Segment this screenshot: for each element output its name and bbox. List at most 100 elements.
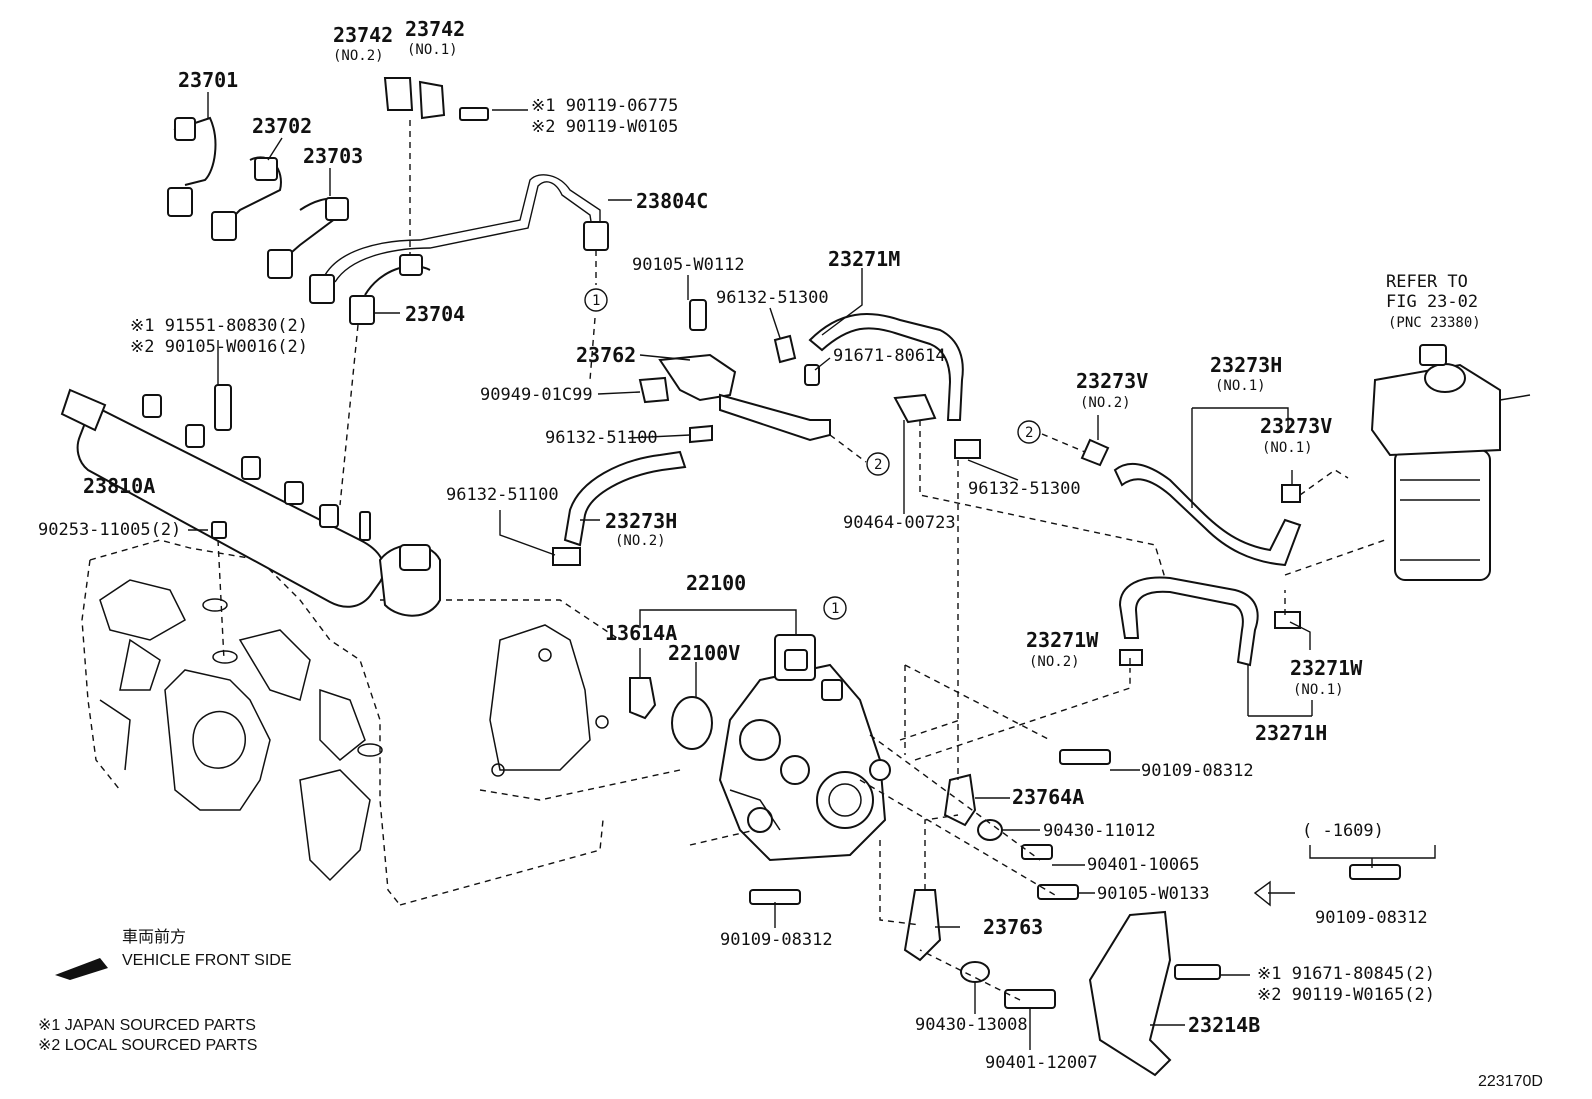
label-23214b: 23214B: [1188, 1013, 1260, 1037]
circle-text-2-right: 2: [1025, 425, 1033, 441]
label-90401-10065: 90401-10065: [1087, 855, 1200, 875]
label-22100: 22100: [686, 571, 746, 595]
hose-23273h-no1: [1113, 462, 1302, 567]
fuel-filter: [1370, 344, 1531, 581]
label-90109-08312-c: 90109-08312: [720, 930, 833, 950]
label-23742-no1-sub: (NO.1): [407, 42, 458, 58]
label-23273v-no1-sub: (NO.1): [1262, 440, 1313, 456]
clip-96132-51300-top: [773, 334, 797, 364]
leader-lines: [188, 92, 1436, 1050]
hose-23273h-no2: [563, 450, 687, 547]
label-90105-w0112: 90105-W0112: [632, 255, 745, 275]
pointer-arrow-icon: [1253, 880, 1295, 907]
clip-90949: [638, 376, 670, 404]
engine-block: [81, 539, 604, 906]
fuel-rail: [60, 388, 441, 617]
label-90253: 90253-11005(2): [38, 520, 181, 540]
bolt-90105-w0133: [1037, 884, 1079, 900]
label-23271w-no2: 23271W: [1026, 628, 1099, 652]
dashed-connectors: [217, 120, 1386, 1001]
front-arrow-icon: [55, 958, 108, 980]
label-bolt-c2: ※2 90119-W0165(2): [1257, 985, 1435, 1005]
label-23271h: 23271H: [1255, 721, 1327, 745]
label-23742-no2: 23742: [333, 23, 393, 47]
label-23271m: 23271M: [828, 247, 900, 271]
label-90464: 90464-00723: [843, 513, 956, 533]
circle-marker-2-right: [1017, 420, 1041, 444]
circle-marker-2-center: [866, 452, 890, 476]
label-refer1: REFER TO: [1386, 272, 1468, 292]
label-refer2: FIG 23-02: [1386, 292, 1478, 312]
label-23273h-no2-sub: (NO.2): [615, 533, 666, 549]
sensor-13614a: [629, 677, 657, 720]
label-23804c: 23804C: [636, 189, 708, 213]
label-23703: 23703: [303, 144, 363, 168]
label-96132-51300-mid: 96132-51300: [968, 479, 1081, 499]
label-bolt-c1: ※1 91671-80845(2): [1257, 964, 1435, 984]
label-23742-no2-sub: (NO.2): [333, 48, 384, 64]
label-refer3: (PNC 23380): [1388, 315, 1481, 331]
label-23271w-no1-sub: (NO.1): [1293, 682, 1344, 698]
label-23810a: 23810A: [83, 474, 155, 498]
circle-marker-1-pump: [823, 596, 847, 620]
label-23704: 23704: [405, 302, 465, 326]
bolt-90105-w0112: [689, 299, 707, 331]
circle-text-1-pump: 1: [831, 601, 839, 617]
tube-23762: [719, 393, 831, 442]
label-91671-80614: 91671-80614: [833, 346, 946, 366]
label-bolt-a1: ※1 90119-06775: [531, 96, 678, 116]
legend-local-sourced: ※2 LOCAL SOURCED PARTS: [38, 1037, 257, 1054]
bolt-90109-08312-b: [1349, 864, 1401, 880]
bolt-bracket: [1174, 964, 1221, 980]
connector-23762: [658, 353, 737, 402]
label-23271w-no2-sub: (NO.2): [1029, 654, 1080, 670]
label-90430-13008: 90430-13008: [915, 1015, 1028, 1035]
label-23764a: 23764A: [1012, 785, 1084, 809]
label-23763: 23763: [983, 915, 1043, 939]
legend-japan-sourced: ※1 JAPAN SOURCED PARTS: [38, 1017, 256, 1034]
supply-pump: [718, 634, 891, 862]
injection-pipes: [167, 116, 609, 325]
rail-collar: [211, 521, 227, 539]
label-90430-11012: 90430-11012: [1043, 821, 1156, 841]
bolt-90109-08312-a: [1059, 749, 1111, 765]
label-bolt-b2: ※2 90105-W0016(2): [130, 337, 308, 357]
hose-23271m: [808, 313, 964, 421]
union-23764a: [943, 773, 977, 827]
clamp-no1-shape: [418, 80, 446, 120]
clip-96132-51300-mid: [954, 439, 981, 459]
gasket-90430-13008: [960, 961, 990, 983]
clip-96132-51100-top: [689, 424, 713, 444]
label-23273v-no2: 23273V: [1076, 369, 1148, 393]
label-23273v-no1: 23273V: [1260, 414, 1332, 438]
label-23273h-no1-sub: (NO.1): [1215, 378, 1266, 394]
figure-id: 223170D: [1478, 1073, 1543, 1090]
circle-text-1-top: 1: [592, 293, 600, 309]
label-90401-12007: 90401-12007: [985, 1053, 1098, 1073]
label-range-1609: ( -1609): [1302, 821, 1384, 841]
clip-23271w-no2: [1119, 649, 1143, 666]
label-23273h-no1: 23273H: [1210, 353, 1282, 377]
clip-90464: [893, 393, 937, 424]
label-23273h-no2: 23273H: [605, 509, 677, 533]
label-23271w-no1: 23271W: [1290, 656, 1363, 680]
circle-text-2-center: 2: [874, 457, 882, 473]
clip-23273v-no2: [1080, 438, 1110, 467]
label-22100v: 22100V: [668, 641, 740, 665]
label-96132-51300-top: 96132-51300: [716, 288, 829, 308]
label-23762: 23762: [576, 343, 636, 367]
bolt-90401-12007: [1004, 989, 1056, 1009]
clip-96132-51100-bottom: [552, 547, 581, 566]
bolt-90401-10065: [1021, 844, 1053, 860]
clip-23273v-no1: [1281, 484, 1301, 503]
label-90109-08312-a: 90109-08312: [1141, 761, 1254, 781]
label-bolt-b1: ※1 91551-80830(2): [130, 316, 308, 336]
label-90109-08312-b: 90109-08312: [1315, 908, 1428, 928]
label-23701: 23701: [178, 68, 238, 92]
rail-mount-bolt: [214, 384, 232, 431]
note-front-en: VEHICLE FRONT SIDE: [122, 952, 292, 969]
label-90949: 90949-01C99: [480, 385, 593, 405]
circle-marker-1-top: [584, 288, 608, 312]
clamp-bolt-shape: [459, 107, 489, 121]
bracket-23214b: [1088, 910, 1172, 1077]
